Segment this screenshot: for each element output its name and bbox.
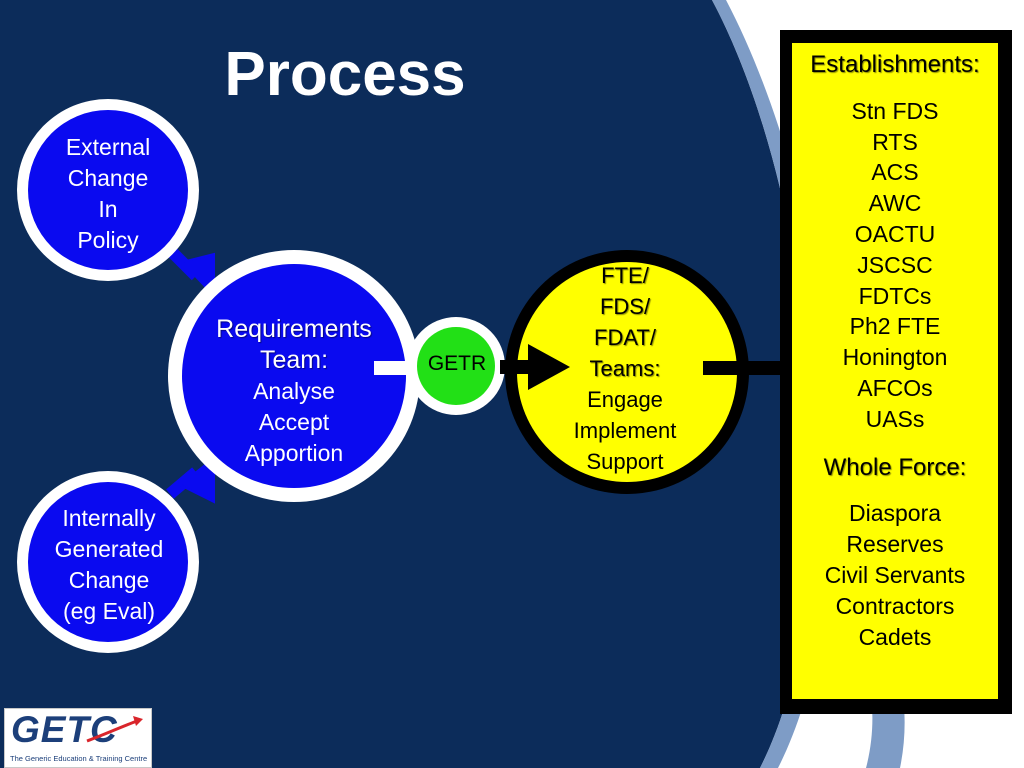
- internal-change-circle: [28, 482, 188, 642]
- requirements-heading-line: Team:: [259, 346, 329, 374]
- establishment-item: Stn FDS: [851, 97, 939, 124]
- external-change-line: External: [65, 134, 151, 160]
- whole-force-item: Cadets: [858, 623, 932, 650]
- establishments-panel: [792, 43, 998, 699]
- light-blue-swoosh: [712, 0, 835, 768]
- logo-subtitle: The Generic Education & Training Centre: [10, 754, 148, 763]
- getr-circle: [417, 327, 495, 405]
- establishments-list: Establishments: Stn FDS RTS ACS AWC OACT…: [792, 50, 998, 652]
- logo-swoosh-icon: [86, 716, 143, 743]
- internal-change-line: Generated: [54, 536, 164, 562]
- fte-teams-label: FTE/ FDS/ FDAT/ Teams: Engage Implement …: [545, 260, 705, 477]
- spacer: [792, 483, 998, 498]
- internal-change-label: Internally Generated Change (eg Eval): [36, 503, 182, 627]
- establishment-item: ACS: [871, 159, 919, 186]
- establishment-item: FDTCs: [858, 282, 932, 309]
- getr-label: GETR: [427, 352, 487, 375]
- establishment-item: JSCSC: [857, 251, 933, 278]
- spacer: [792, 435, 998, 453]
- establishments-heading: Establishments:: [810, 51, 980, 78]
- spacer: [792, 81, 998, 96]
- requirements-team-circle: [182, 264, 406, 488]
- external-change-circle: [28, 110, 188, 270]
- external-change-label: External Change In Policy: [40, 132, 176, 256]
- fte-heading-line: FTE/: [601, 263, 649, 288]
- external-change-line: Change: [67, 165, 149, 191]
- fte-teams-circle: [517, 262, 737, 482]
- logo-wordmark: GETC: [11, 709, 118, 750]
- whole-force-item: Reserves: [846, 531, 944, 558]
- getc-logo: GETC The Generic Education & Training Ce…: [4, 708, 152, 768]
- requirements-heading-line: Requirements: [216, 315, 372, 343]
- requirements-action: Apportion: [244, 440, 344, 466]
- fte-heading-line: Teams:: [589, 356, 661, 381]
- fte-action: Support: [586, 449, 664, 474]
- requirements-team-label: Requirements Team: Analyse Accept Apport…: [192, 314, 396, 469]
- whole-force-item: Contractors: [835, 592, 955, 619]
- establishment-item: AFCOs: [857, 374, 933, 401]
- establishment-item: Ph2 FTE: [849, 313, 941, 340]
- whole-force-item: Diaspora: [848, 500, 942, 527]
- establishment-item: RTS: [872, 128, 918, 155]
- whole-force-item: Civil Servants: [824, 561, 966, 588]
- internal-change-line: Internally: [62, 505, 156, 531]
- internal-change-line: (eg Eval): [62, 598, 156, 624]
- external-change-line: In: [98, 196, 118, 222]
- fte-heading-line: FDS/: [599, 294, 651, 319]
- establishment-item: Honington: [842, 344, 948, 371]
- whole-force-heading: Whole Force:: [823, 453, 967, 481]
- fte-heading-line: FDAT/: [594, 325, 656, 350]
- arrow-getr-to-fte: [500, 344, 570, 390]
- requirements-action: Accept: [258, 409, 330, 435]
- fte-action: Implement: [573, 418, 677, 443]
- fte-action: Engage: [587, 387, 663, 412]
- establishment-item: OACTU: [854, 220, 936, 247]
- slide-title: Process: [224, 40, 466, 109]
- internal-change-line: Change: [68, 567, 150, 593]
- requirements-action: Analyse: [253, 378, 335, 404]
- arrow-internal-to-requirements: [166, 455, 215, 504]
- establishment-item: UASs: [865, 405, 925, 432]
- external-change-line: Policy: [77, 227, 139, 253]
- establishment-item: AWC: [868, 190, 922, 217]
